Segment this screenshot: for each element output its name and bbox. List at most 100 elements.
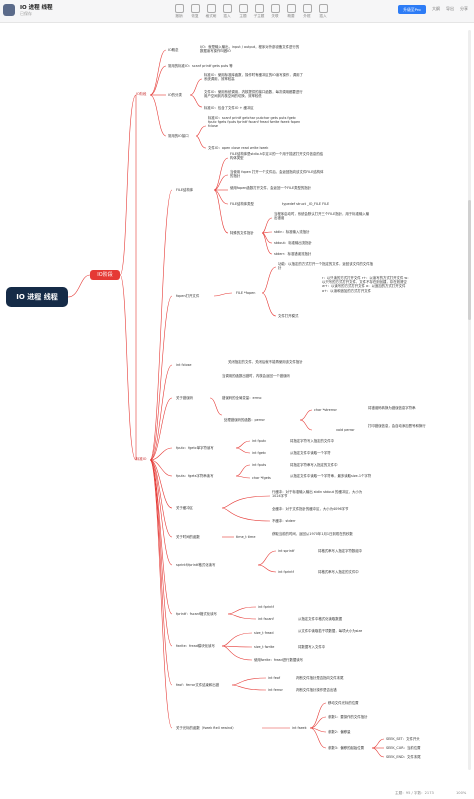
share-button[interactable]: 分享 [460, 6, 468, 11]
topic-fscanf-fn2[interactable]: int fscanf [258, 617, 274, 621]
topic-sprintf-fn[interactable]: int sprintf [278, 549, 295, 553]
topic-fputs[interactable]: fputs：fgets字符串读写 [176, 474, 214, 478]
topic-file-typedef[interactable]: typedef struct _IO_FILE FILE [282, 202, 330, 206]
topic-fclose[interactable]: int fclose [176, 363, 192, 367]
document-title[interactable]: IO 进程 线程 [20, 5, 53, 11]
topic-io-class-sep[interactable]: 标准IO：包含了文件IO + 缓冲区 [204, 106, 254, 110]
topic-stderr[interactable]: stderr：标准错误流指针 [274, 252, 312, 256]
topic-buffer-2[interactable]: 全缓冲：对于文件指针的缓冲区，大小为4096字节 [272, 507, 349, 511]
undo-button[interactable]: 撤销 [168, 4, 190, 19]
topic-time-desc[interactable]: 获取当前的时间，返回从1970年1月1日到现在的秒数 [272, 532, 353, 536]
topic-fwrite-desc[interactable]: 将数据写入文件中 [298, 645, 326, 649]
topic-io-class[interactable]: IO的分类 [168, 93, 182, 97]
topic-fputc-desc[interactable]: 将指定字符写入指定的文件中 [290, 439, 335, 443]
topic-errno[interactable]: 关于错误码 [176, 396, 193, 400]
topic-ferror-desc[interactable]: 判断文件指针操作是否出错 [296, 688, 337, 692]
topic-fgetc-desc[interactable]: 从指定文件中读取一个字符 [290, 451, 331, 455]
topic-file-struct-2[interactable]: 当使用 fopen 打开一个文件后，会返回指向该文件FILE结构体的指针 [230, 170, 324, 179]
topic-ferror-fn[interactable]: int ferror [268, 688, 283, 692]
topic-perror-fn-desc[interactable]: 打印错误信息，会自动添加冒号和换行 [368, 424, 426, 428]
topic-fprintf-fn[interactable]: int fprintf [278, 570, 294, 574]
root-topic[interactable]: IO 进程 线程 [6, 287, 68, 307]
topic-io-concept-desc[interactable]: I/O：就是输入输出，input / output，程序对外部设备文件进行的数据… [200, 45, 300, 54]
topic-stdout[interactable]: stdout：标准输出流指针 [274, 241, 312, 245]
app-logo-icon[interactable] [3, 4, 15, 16]
topic-seek-cur[interactable]: SEEK_CUR：当前位置 [386, 746, 421, 750]
upgrade-pro-button[interactable]: 升级至Pro [398, 5, 426, 14]
topic-fseek-fn[interactable]: int fseek [292, 726, 307, 730]
topic-errno-desc[interactable]: 当调用的函数出错时，内核会返回一个错误码 [222, 374, 290, 378]
topic-io-common-std[interactable]: 标准IO：scanf printf getchar putchar gets p… [208, 116, 301, 129]
topic-fopen-modes[interactable]: 文件打开模式 [278, 314, 299, 318]
topic-feof-desc[interactable]: 判断文件指针是否指向文件末尾 [296, 676, 344, 680]
topic-io-concept[interactable]: IO概念 [168, 48, 179, 52]
topic-fscanf[interactable]: fprintf：fscanf格式化读写 [176, 612, 217, 616]
topic-button[interactable]: 主题 [232, 4, 254, 19]
topic-fscanf-fn1[interactable]: int fprintf [258, 605, 274, 609]
topic-fgets-desc[interactable]: 从指定文件中读取一个字符串，最多读取size-1个字符 [290, 474, 372, 478]
topic-seek-set[interactable]: SEEK_SET：文件开头 [386, 737, 420, 741]
topic-fopen-modes-desc[interactable]: r：以只读的方式打开文件 r+：以读写的方式打开文件 w：以只写的方式打开文件，… [322, 276, 411, 293]
topic-fputs-fn[interactable]: int fputs [252, 463, 267, 467]
topic-fopen-ret[interactable]: 功能：以指定的方式打开一个指定的文件，返回该文件的文件指针 [278, 262, 373, 271]
topic-fgets-fn[interactable]: char *fgets [252, 476, 271, 480]
topic-fopen-proto[interactable]: FILE *fopen [236, 291, 256, 295]
io-stage-topic[interactable]: IO阶段 [90, 270, 120, 280]
topic-fseek[interactable]: 关于光标的函数（fseek ftell rewind） [176, 726, 236, 730]
scrollbar-track[interactable] [468, 30, 471, 770]
topic-stdio[interactable]: 标准IO [136, 457, 147, 461]
topic-fgetc-fn[interactable]: int fgetc [252, 451, 267, 455]
topic-fputs-desc[interactable]: 将指定字符串写入指定的文件中 [290, 463, 338, 467]
outline-button[interactable]: 大纲 [432, 6, 440, 11]
subtopic-button[interactable]: 子主题 [248, 4, 270, 19]
topic-buffer-3[interactable]: 不缓冲：stderr [272, 519, 296, 523]
topic-fopen[interactable]: fopen打开文件 [176, 294, 200, 298]
topic-file-struct-3[interactable]: 使用fopen函数打开文件，会返回一个FILE类型的指针 [230, 186, 312, 190]
topic-perror[interactable]: 处理错误码的函数：perror [224, 418, 265, 422]
topic-fputc-fn[interactable]: int fputc [252, 439, 267, 443]
topic-stdin[interactable]: stdin：标准输入流指针 [274, 230, 310, 234]
topic-sprintf-desc[interactable]: 将格式串写入指定字符数组中 [318, 549, 363, 553]
format-painter-button[interactable]: 格式刷 [200, 4, 222, 19]
summary-button[interactable]: 概要 [280, 4, 302, 19]
topic-fread-fn[interactable]: size_t fread [254, 631, 274, 635]
topic-fseek-p2[interactable]: 参数2：偏移量 [328, 730, 351, 734]
topic-io-basics[interactable]: IO阶段 [136, 92, 147, 96]
topic-io-common-file[interactable]: 文件IO：open close read write lseek [208, 146, 269, 150]
topic-stdio-funcs[interactable]: 常用的标准IO：scanf printf gets puts 等 [168, 64, 233, 68]
topic-fread-desc[interactable]: 从文件中读取若干项数据，每项大小为size [298, 629, 363, 633]
topic-fprintf-desc[interactable]: 将格式串写入指定的文件中 [318, 570, 359, 574]
topic-time-fn[interactable]: time_t time [236, 535, 256, 539]
topic-feof-fn[interactable]: int feof [268, 676, 281, 680]
topic-io-class-file[interactable]: 文件IO：使用系统调用，内核提供的接口函数，每次调用都要进行用户空间到内核空间的… [204, 90, 303, 99]
topic-sprintf[interactable]: sprintf/fprintf格式化读写 [176, 563, 216, 567]
topic-fwrite-note[interactable]: 使用fwrite：fread进行数据读写 [254, 658, 304, 662]
topic-buffer[interactable]: 关于缓冲区 [176, 506, 193, 510]
topic-strerror-desc[interactable]: 将错误码转换为错误信息字符串 [368, 406, 416, 410]
topic-fclose-desc[interactable]: 关闭指定的文件，关闭后就不能再使用该文件指针 [228, 360, 303, 364]
topic-fseek-p1[interactable]: 参数1：要操作的文件指针 [328, 715, 368, 719]
zoom-level[interactable]: 100% [456, 791, 467, 795]
insert-button[interactable]: 插入 [216, 4, 238, 19]
topic-io-common[interactable]: 常用的IO接口 [168, 134, 189, 138]
topic-strerror[interactable]: char *strerror [314, 408, 337, 412]
topic-fseek-p3[interactable]: 参数3：偏移的起始位置 [328, 746, 365, 750]
topic-std-streams-desc[interactable]: 当程序启动时，系统会默认打开三个FILE指针，用于标准输入输出错误 [274, 212, 370, 221]
topic-fseek-desc[interactable]: 移动文件光标的位置 [328, 701, 359, 705]
relation-button[interactable]: 关联 [264, 4, 286, 19]
topic-time[interactable]: 关于时间的函数 [176, 535, 200, 539]
topic-file-struct-4[interactable]: FILE结构体类型 [230, 202, 254, 206]
redo-button[interactable]: 恢复 [184, 4, 206, 19]
topic-fputc[interactable]: fputc：fgetc单字符读写 [176, 446, 214, 450]
topic-fwrite-fn[interactable]: size_t fwrite [254, 645, 275, 649]
topic-buffer-1[interactable]: 行缓冲：对于标准输入输出 stdin stdout 的缓冲区，大小为1024字节 [272, 490, 363, 499]
export-button[interactable]: 导出 [446, 6, 454, 11]
topic-std-streams[interactable]: 特殊的文件指针 [230, 231, 254, 235]
topic-seek-end[interactable]: SEEK_END：文件末尾 [386, 755, 421, 759]
topic-file-struct-1[interactable]: FILE结构体是stdio.h中定义的一个用于描述打开文件信息的结构体类型 [230, 152, 324, 161]
scrollbar-thumb[interactable] [468, 200, 471, 320]
insert-more-button[interactable]: 插入 [312, 4, 334, 19]
topic-feof[interactable]: feof：ferror文件结束和出错 [176, 683, 220, 687]
topic-perror-fn[interactable]: void perror [336, 428, 355, 432]
topic-fwrite[interactable]: fwrite：fread模块化读写 [176, 644, 215, 648]
